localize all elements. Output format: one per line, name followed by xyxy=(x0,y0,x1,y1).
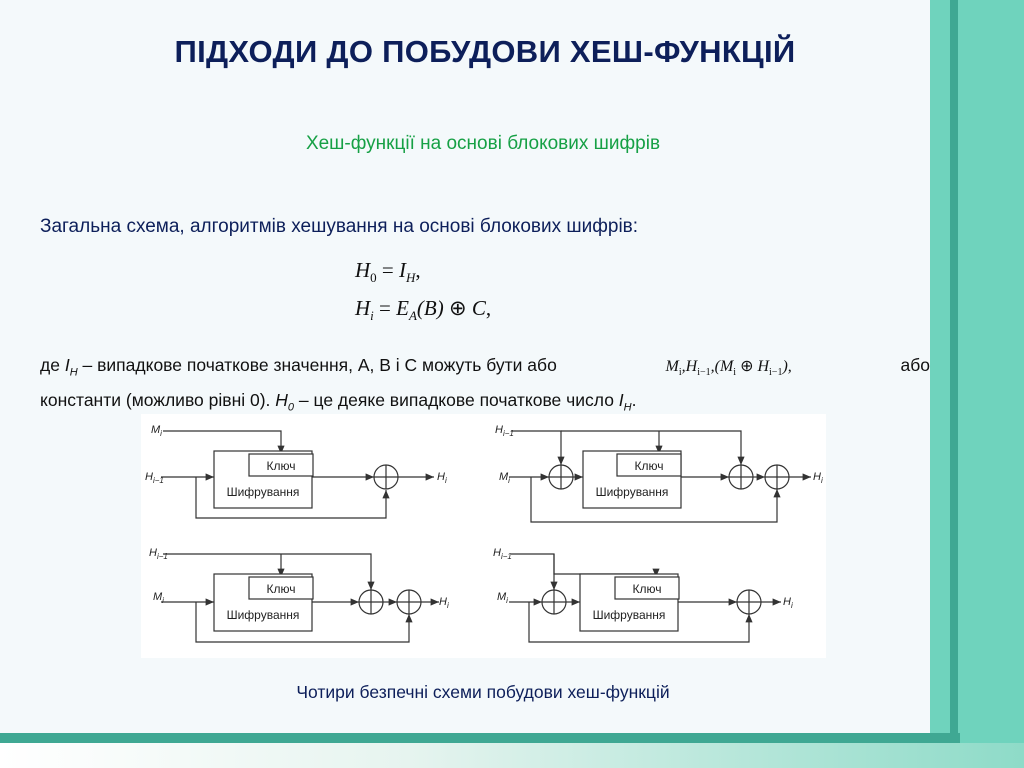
scheme-3-output: Hi xyxy=(439,596,449,610)
scheme-1-key-label: Ключ xyxy=(267,459,296,473)
scheme-2-key-label: Ключ xyxy=(635,459,664,473)
description-line-1: де IH – випадкове початкове значення, А,… xyxy=(40,355,557,379)
schemes-diagram: Ключ Шифрування Mi Hi−1 Hi Ключ Шифруван… xyxy=(141,414,826,658)
scheme-1-output: Hi xyxy=(437,471,447,485)
scheme-1 xyxy=(161,430,434,519)
description-paragraph: де IH – випадкове початкове значення, А,… xyxy=(40,352,930,421)
bottom-accent-band xyxy=(0,743,1024,768)
description-line-2: константи (можливо рівні 0). H0 – це дея… xyxy=(40,389,637,414)
scheme-2-top-input: Hi−1 xyxy=(495,424,514,438)
slide-title: ПІДХОДИ ДО ПОБУДОВИ ХЕШ-ФУНКЦІЙ xyxy=(174,34,796,69)
scheme-3-enc-label: Шифрування xyxy=(227,608,300,622)
formula-h0: H0 = IH, xyxy=(355,258,421,286)
scheme-1-left-input: Hi−1 xyxy=(145,471,164,485)
scheme-2-enc-label: Шифрування xyxy=(596,485,669,499)
scheme-1-top-input: Mi xyxy=(151,424,162,438)
schemes-svg: Ключ Шифрування Mi Hi−1 Hi Ключ Шифруван… xyxy=(145,424,823,643)
scheme-3-top-input: Hi−1 xyxy=(149,547,168,561)
right-accent-band xyxy=(930,0,1024,768)
scheme-4-top-input: Hi−1 xyxy=(493,547,512,561)
scheme-4-enc-label: Шифрування xyxy=(593,608,666,622)
formula-hi: Hi = EA(B) ⊕ C, xyxy=(355,296,492,324)
scheme-1-enc-label: Шифрування xyxy=(227,485,300,499)
scheme-3-key-label: Ключ xyxy=(267,582,296,596)
scheme-4-output: Hi xyxy=(783,596,793,610)
slide-subtitle: Хеш-функції на основі блокових шифрів xyxy=(305,133,661,154)
scheme-2 xyxy=(509,430,811,523)
scheme-2-left-input: Mi xyxy=(499,471,510,485)
description-or: або xyxy=(900,355,931,375)
bottom-accent-line xyxy=(0,733,960,743)
right-accent-line xyxy=(950,0,958,745)
scheme-4-left-input: Mi xyxy=(497,591,508,605)
scheme-3-left-input: Mi xyxy=(153,591,164,605)
intro-text: Загальна схема, алгоритмів хешування на … xyxy=(40,216,639,237)
diagram-caption: Чотири безпечні схеми побудови хеш-функц… xyxy=(296,682,670,702)
scheme-2-output: Hi xyxy=(813,471,823,485)
scheme-4-key-label: Ключ xyxy=(633,582,662,596)
scheme-4 xyxy=(509,553,781,643)
scheme-3 xyxy=(161,553,439,643)
inline-formula: Mi,Hi−1,(Mi ⊕ Hi−1), xyxy=(665,358,792,379)
